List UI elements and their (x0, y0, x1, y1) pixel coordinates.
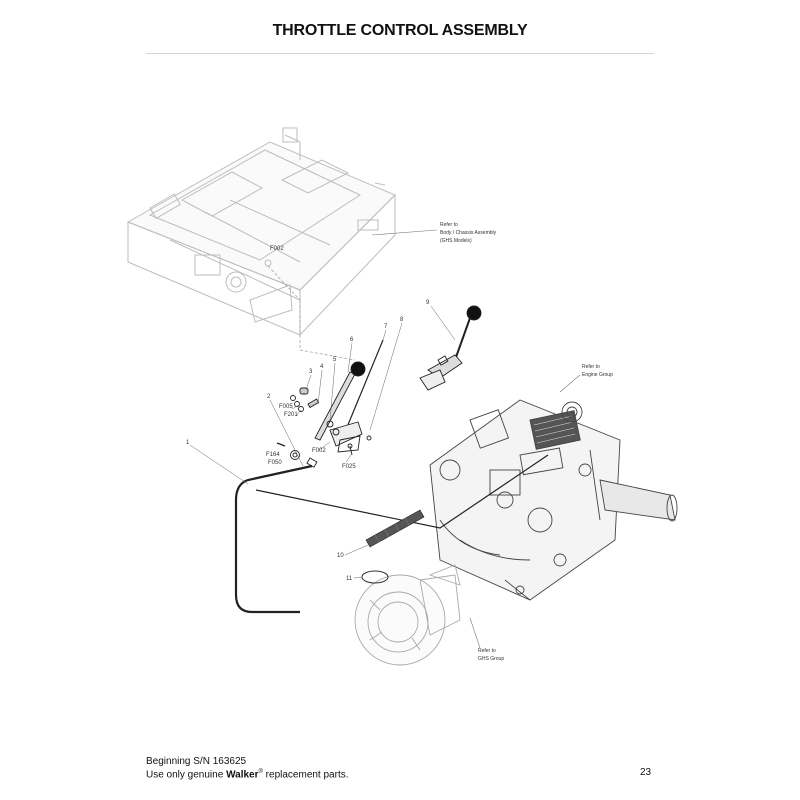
callout-7: 7 (384, 324, 388, 330)
callout-1: 1 (186, 440, 190, 446)
callout-4: 4 (320, 364, 324, 370)
ref-ghs-line2: GHS Group (478, 656, 504, 662)
ref-engine-line2: Engine Group (582, 372, 613, 378)
page-title: THROTTLE CONTROL ASSEMBLY (272, 22, 528, 39)
registered-mark: ® (258, 769, 263, 775)
page-number: 23 (640, 767, 652, 778)
ref-body-chassis: Refer to Body / Chassis Assembly (GHS Mo… (440, 222, 497, 244)
chassis-body-illustration (126, 127, 396, 337)
brand-name: Walker (226, 769, 259, 781)
callout-5: 5 (333, 357, 337, 363)
throttle-cable (234, 454, 549, 614)
callout-leaders (189, 305, 456, 579)
callout-f164: F164 (266, 452, 280, 458)
ref-body-line3: (GHS Models) (440, 238, 472, 244)
footer: Beginning S/N 163625 Use only genuine Wa… (146, 756, 349, 780)
throttle-lever-assembly (276, 339, 384, 468)
engine-illustration (429, 399, 678, 601)
ref-ghs-group: Refer to GHS Group (478, 648, 504, 662)
callout-f002-lever: F002 (312, 448, 326, 454)
callout-8: 8 (400, 317, 404, 323)
cable-sleeve (365, 509, 425, 548)
guide-lines (267, 265, 356, 361)
callout-2: 2 (267, 394, 271, 400)
callout-f002-chassis: F002 (270, 246, 284, 252)
callout-3: 3 (309, 369, 313, 375)
throttle-lever-9 (419, 305, 482, 391)
callout-6: 6 (350, 337, 354, 343)
ref-ghs-line1: Refer to (478, 648, 496, 654)
hose-clamp (361, 570, 389, 584)
genuine-parts-note: Use only genuine Walker® replacement par… (146, 767, 349, 780)
ref-engine-group: Refer to Engine Group (582, 364, 613, 378)
genuine-post: replacement parts. (262, 769, 349, 781)
callout-9: 9 (426, 300, 430, 306)
callout-f050: F050 (268, 460, 282, 466)
serial-note: Beginning S/N 163625 (146, 756, 247, 767)
callout-10: 10 (337, 553, 344, 559)
callout-f201: F201 (284, 412, 298, 418)
ref-body-line1: Refer to (440, 222, 458, 228)
ref-engine-line1: Refer to (582, 364, 600, 370)
callout-f005: F005 (279, 404, 293, 410)
genuine-pre: Use only genuine (146, 769, 227, 781)
blower-housing-illustration (354, 564, 461, 666)
reference-leaders (371, 229, 581, 649)
callout-f025: F025 (342, 464, 356, 470)
title-divider (146, 53, 654, 54)
callout-11: 11 (346, 576, 353, 582)
ref-body-line2: Body / Chassis Assembly (440, 230, 497, 236)
